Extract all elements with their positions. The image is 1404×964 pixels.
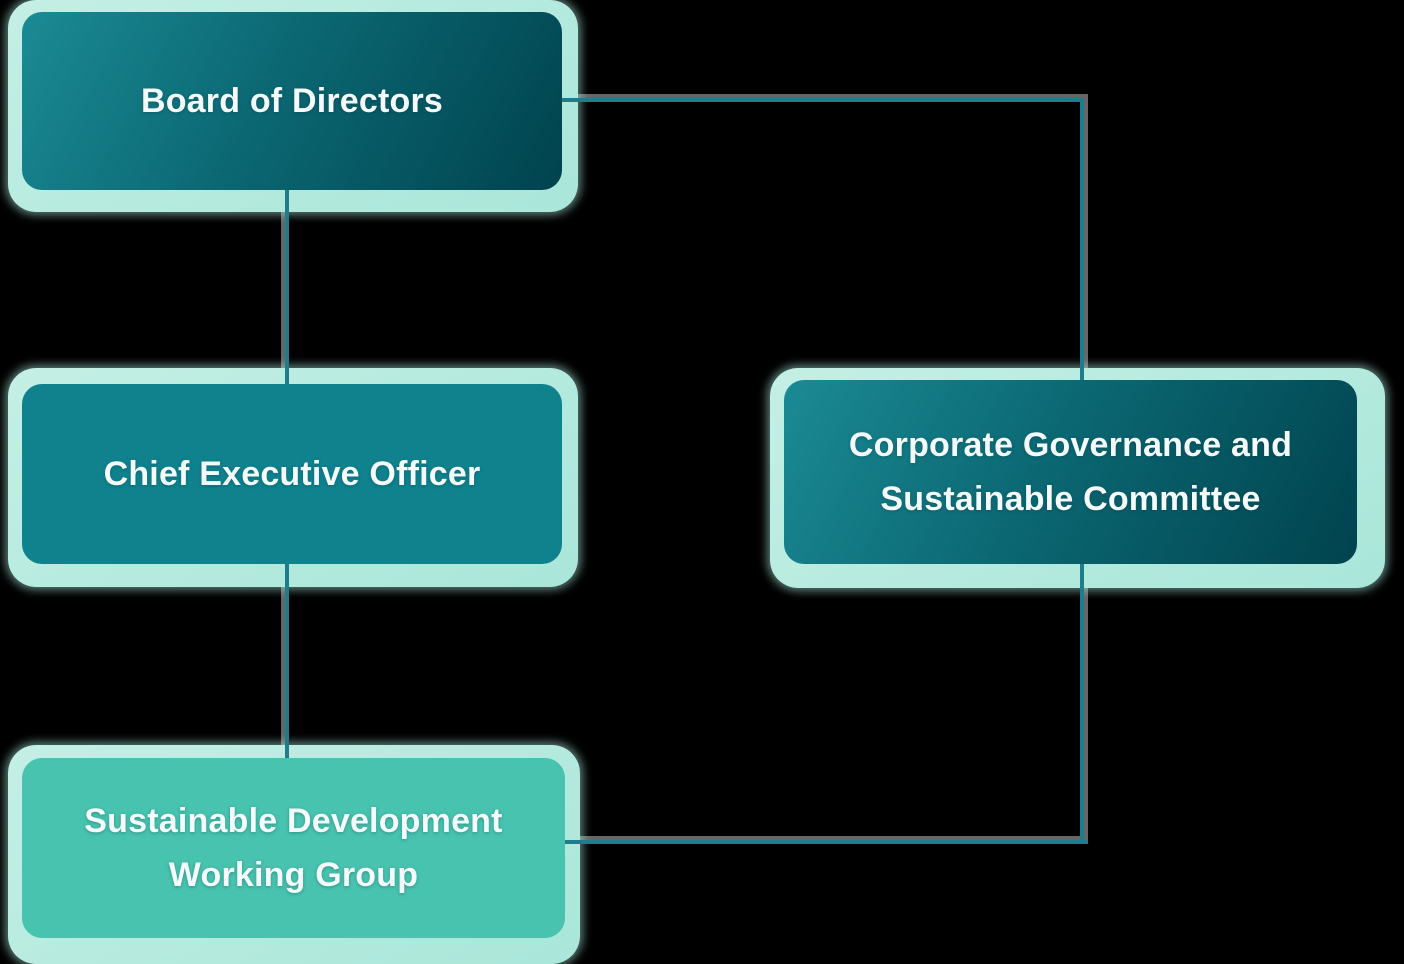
node-board: Board of Directors (22, 12, 562, 190)
connector-board-ceo-shadow (281, 190, 285, 384)
node-board-label: Board of Directors (140, 81, 444, 120)
node-sdwg: Sustainable Development Working Group (22, 758, 565, 938)
connector-cgsc-sdwg-vertical-line (1080, 564, 1084, 840)
connector-ceo-sdwg-line (285, 564, 289, 758)
connector-ceo-sdwg-shadow (281, 564, 285, 758)
connector-cgsc-sdwg-horizontal-line (562, 840, 1088, 844)
connector-board-cgsc-horizontal-line (562, 98, 1084, 102)
connector-board-cgsc-vertical-line (1080, 98, 1084, 384)
node-cgsc-label: Corporate Governance and Sustainable Com… (848, 425, 1293, 518)
connector-board-cgsc-vertical-shadow (1084, 94, 1088, 384)
connector-cgsc-sdwg-vertical-shadow (1084, 564, 1088, 840)
connector-cgsc-sdwg-horizontal-shadow (562, 836, 1084, 840)
node-ceo: Chief Executive Officer (22, 384, 562, 564)
node-sdwg-label: Sustainable Development Working Group (84, 801, 503, 894)
node-cgsc: Corporate Governance and Sustainable Com… (784, 380, 1357, 564)
connector-board-ceo-line (285, 190, 289, 384)
node-ceo-label: Chief Executive Officer (103, 454, 481, 493)
connector-board-cgsc-horizontal-shadow (562, 94, 1088, 98)
